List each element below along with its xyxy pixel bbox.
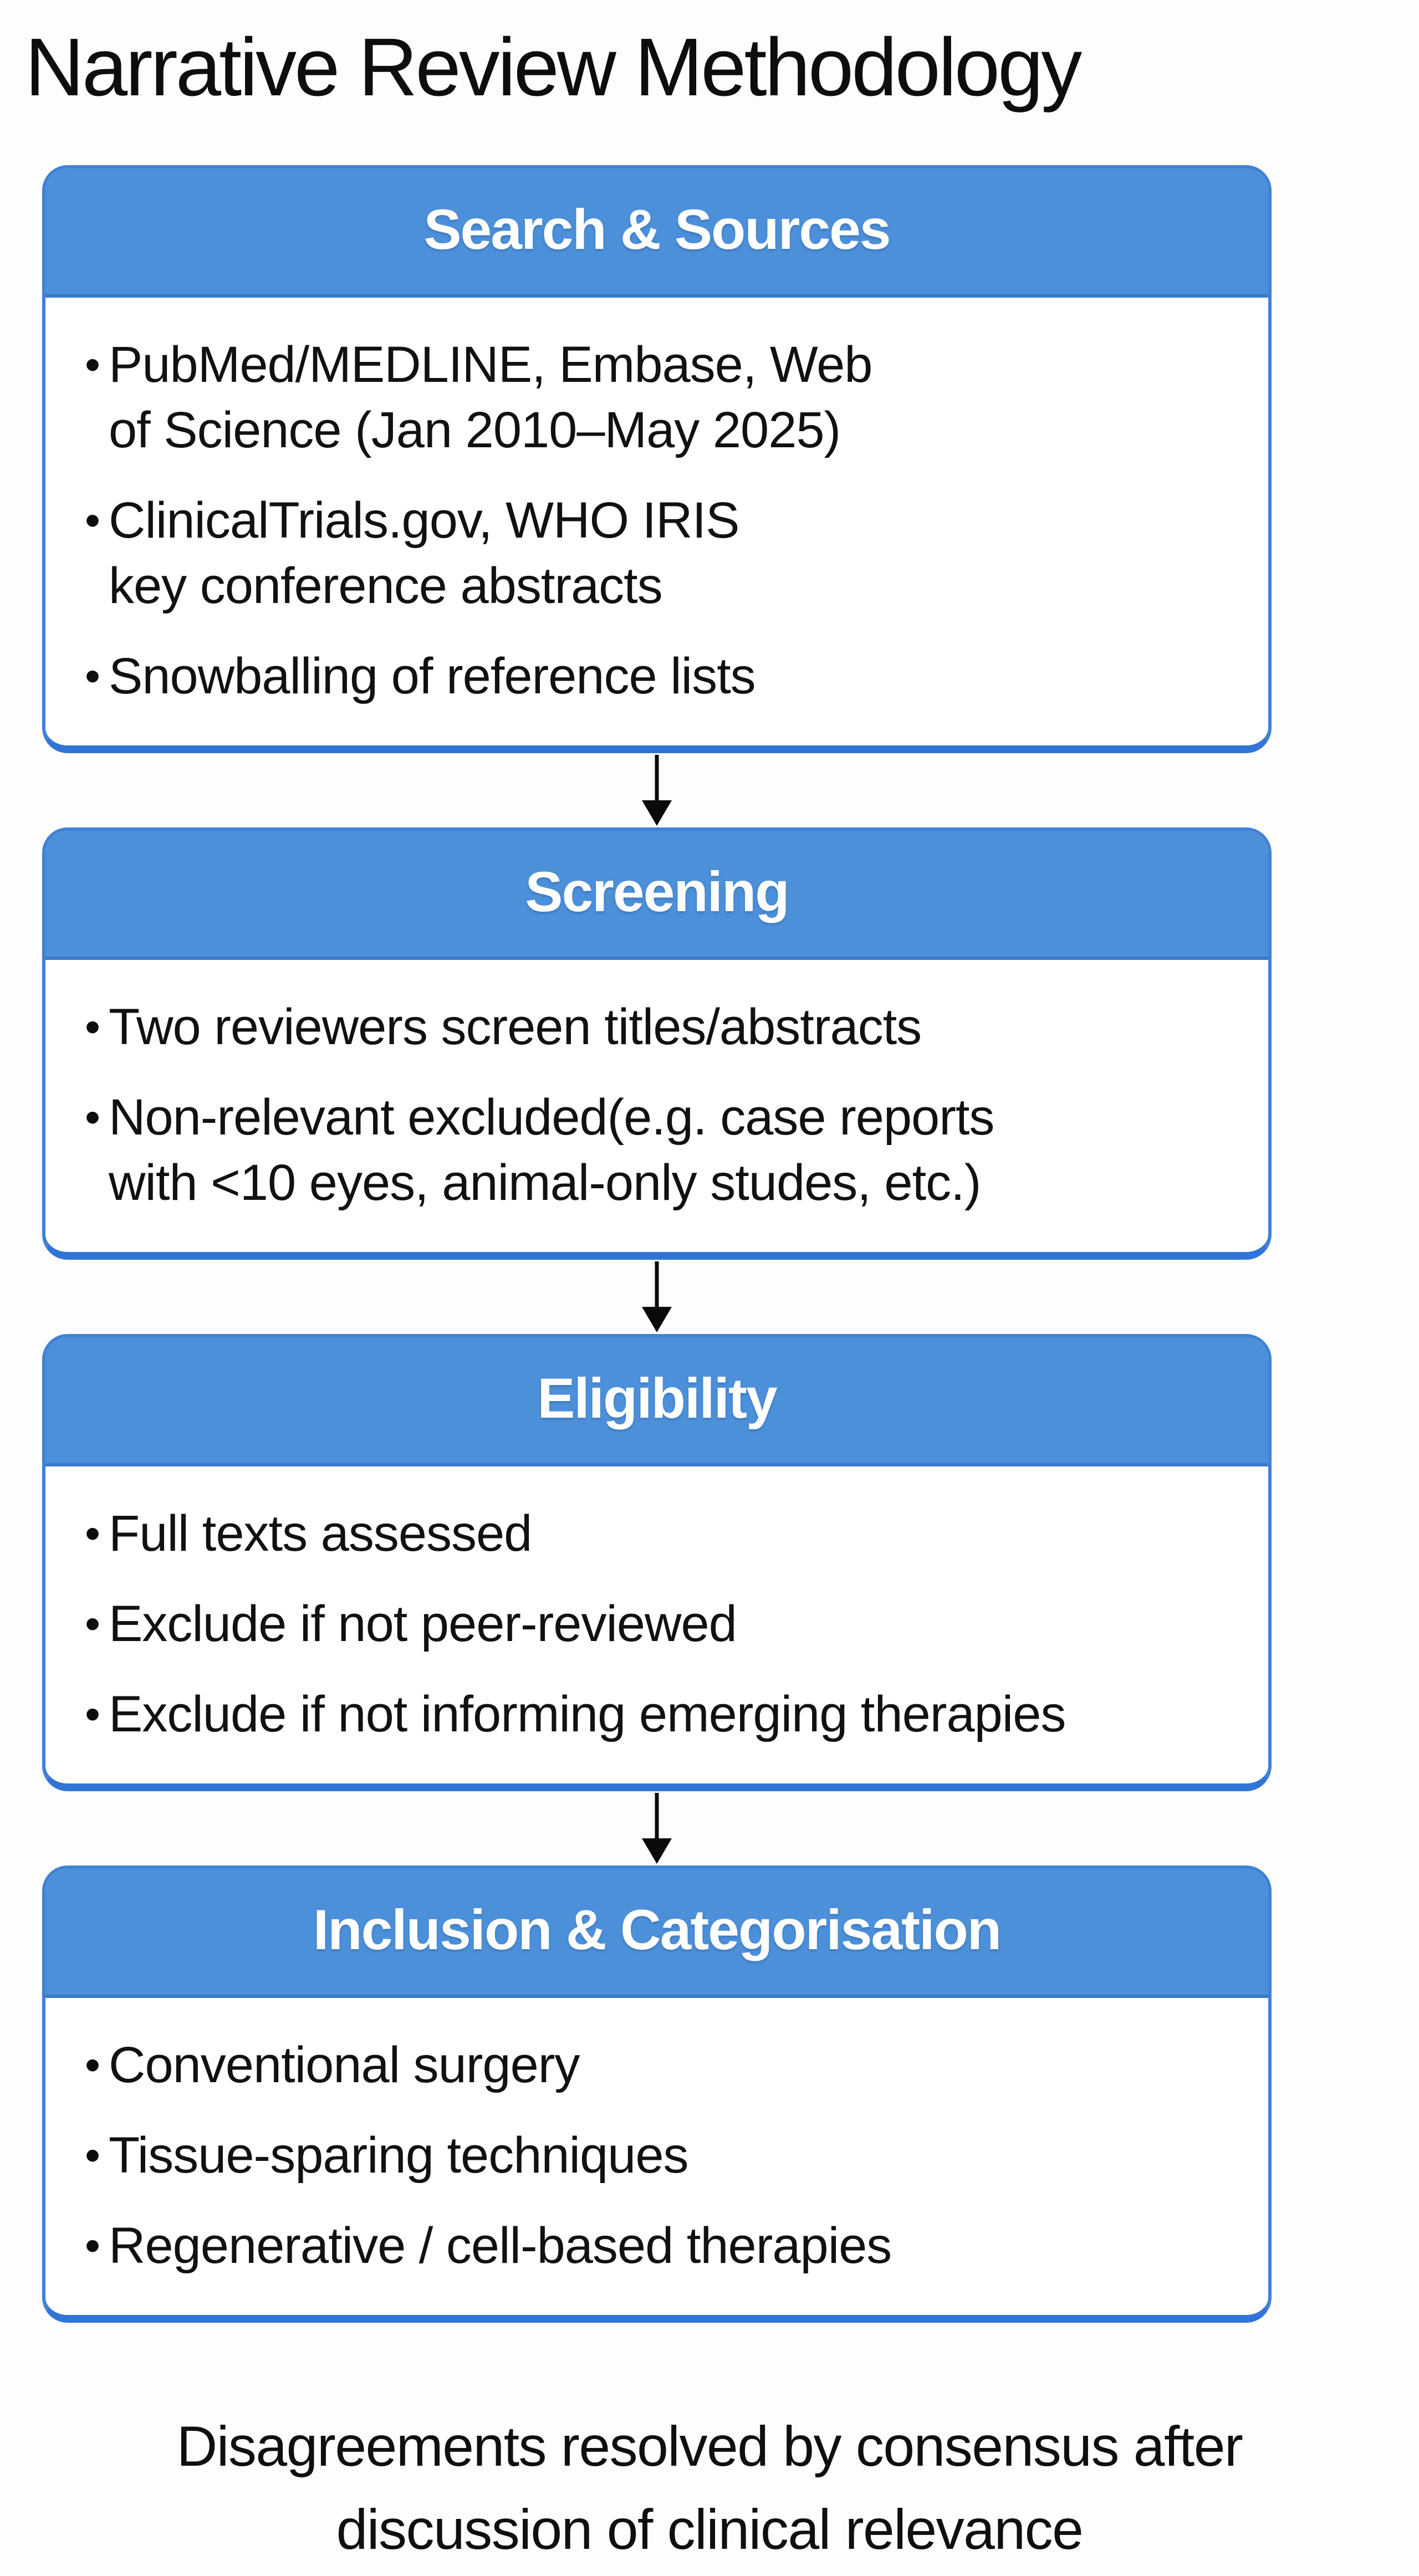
connector-arrow: [42, 1260, 1272, 1334]
bullet-icon: •: [84, 1092, 100, 1142]
bullet-icon: •: [84, 2220, 100, 2270]
stage-header-search-sources: Search & Sources: [45, 168, 1268, 298]
stage-header-inclusion-categorisation: Inclusion & Categorisation: [45, 1868, 1268, 1998]
stage-body-search-sources: • PubMed/MEDLINE, Embase, Web of Science…: [45, 298, 1268, 745]
stage-box-screening: Screening • Two reviewers screen titles/…: [42, 827, 1272, 1260]
stage-body-inclusion-categorisation: • Conventional surgery • Tissue-sparing …: [45, 1998, 1268, 2315]
bullet-text: Tissue-sparing techniques: [109, 2127, 688, 2184]
list-item: • Exclude if not peer-reviewed: [76, 1591, 1236, 1657]
bullet-icon: •: [84, 651, 100, 701]
flowchart: Search & Sources • PubMed/MEDLINE, Embas…: [42, 165, 1272, 2323]
bullet-text: Two reviewers screen titles/abstracts: [109, 998, 922, 1055]
list-item: • Snowballing of reference lists: [76, 643, 1236, 709]
stage-body-screening: • Two reviewers screen titles/abstracts …: [45, 960, 1268, 1252]
bullet-icon: •: [84, 1508, 100, 1558]
stage-header-eligibility: Eligibility: [45, 1337, 1268, 1466]
stage-body-eligibility: • Full texts assessed • Exclude if not p…: [45, 1466, 1268, 1783]
list-item: • Two reviewers screen titles/abstracts: [76, 994, 1236, 1060]
footer-note: Disagreements resolved by consensus afte…: [176, 2414, 1243, 2561]
connector-arrow: [42, 753, 1272, 827]
bullet-text: Regenerative / cell-based therapies: [109, 2217, 892, 2274]
list-item: • Exclude if not informing emerging ther…: [76, 1681, 1236, 1747]
stage-header-screening: Screening: [45, 830, 1268, 960]
stage-box-search-sources: Search & Sources • PubMed/MEDLINE, Embas…: [42, 165, 1272, 753]
list-item: • ClinicalTrials.gov, WHO IRIS key confe…: [76, 488, 1236, 619]
bullet-text: Full texts assessed: [109, 1505, 532, 1562]
bullet-text: Conventional surgery: [109, 2036, 580, 2093]
bullet-icon: •: [84, 1598, 100, 1648]
down-arrow-icon: [642, 1261, 672, 1332]
stage-box-inclusion-categorisation: Inclusion & Categorisation • Conventiona…: [42, 1865, 1272, 2323]
bullet-text: ClinicalTrials.gov, WHO IRIS key confere…: [109, 492, 739, 614]
list-item: • Full texts assessed: [76, 1501, 1236, 1566]
down-arrow-icon: [642, 1792, 672, 1864]
bullet-text: Exclude if not informing emerging therap…: [109, 1685, 1066, 1742]
bullet-icon: •: [84, 495, 100, 545]
list-item: • Conventional surgery: [76, 2032, 1236, 2098]
bullet-text: Snowballing of reference lists: [109, 647, 756, 704]
list-item: • Regenerative / cell-based therapies: [76, 2213, 1236, 2278]
bullet-icon: •: [84, 2130, 100, 2180]
bullet-text: Exclude if not peer-reviewed: [109, 1595, 737, 1652]
stage-box-eligibility: Eligibility • Full texts assessed • Excl…: [42, 1333, 1272, 1791]
list-item: • Tissue-sparing techniques: [76, 2123, 1236, 2188]
down-arrow-icon: [642, 754, 672, 826]
bullet-icon: •: [84, 339, 100, 389]
page-title: Narrative Review Methodology: [25, 22, 1082, 113]
bullet-icon: •: [84, 1001, 100, 1051]
bullet-text: Non-relevant excluded(e.g. case reports …: [109, 1088, 994, 1211]
connector-arrow: [42, 1791, 1272, 1865]
list-item: • Non-relevant excluded(e.g. case report…: [76, 1085, 1236, 1215]
bullet-icon: •: [84, 1689, 100, 1739]
bullet-icon: •: [84, 2040, 100, 2089]
list-item: • PubMed/MEDLINE, Embase, Web of Science…: [76, 332, 1236, 463]
bullet-text: PubMed/MEDLINE, Embase, Web of Science (…: [109, 336, 872, 458]
